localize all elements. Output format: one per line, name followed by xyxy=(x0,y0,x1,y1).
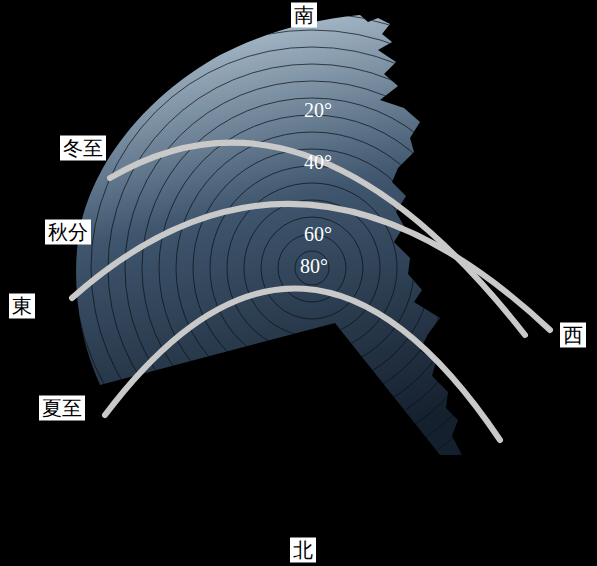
land-region xyxy=(76,15,462,455)
altitude-ring xyxy=(125,81,499,455)
altitude-ring xyxy=(91,47,533,489)
altitude-ring xyxy=(193,149,431,387)
altitude-ring xyxy=(40,0,584,540)
altitude-label: 60° xyxy=(302,223,334,246)
season-label: 秋分 xyxy=(45,220,91,245)
direction-label: 南 xyxy=(291,2,317,27)
altitude-ring xyxy=(57,13,567,523)
altitude-label: 80° xyxy=(298,255,330,278)
altitude-ring xyxy=(159,115,465,421)
season-label: 夏至 xyxy=(39,396,85,421)
altitude-label: 40° xyxy=(302,151,334,174)
season-label: 冬至 xyxy=(60,136,106,161)
equinox-path xyxy=(72,204,550,330)
direction-label: 西 xyxy=(560,323,586,348)
altitude-ring xyxy=(23,0,597,557)
altitude-ring xyxy=(261,217,363,319)
altitude-ring xyxy=(244,200,380,336)
altitude-ring xyxy=(6,0,597,566)
direction-label: 北 xyxy=(290,538,316,563)
direction-label: 東 xyxy=(9,294,35,319)
altitude-ring xyxy=(295,251,329,285)
winter-solstice-path xyxy=(110,143,525,335)
summer-solstice-path xyxy=(105,288,500,440)
altitude-ring xyxy=(108,64,516,472)
altitude-ring xyxy=(176,132,448,404)
altitude-rings xyxy=(6,0,597,566)
altitude-label: 20° xyxy=(302,99,334,122)
